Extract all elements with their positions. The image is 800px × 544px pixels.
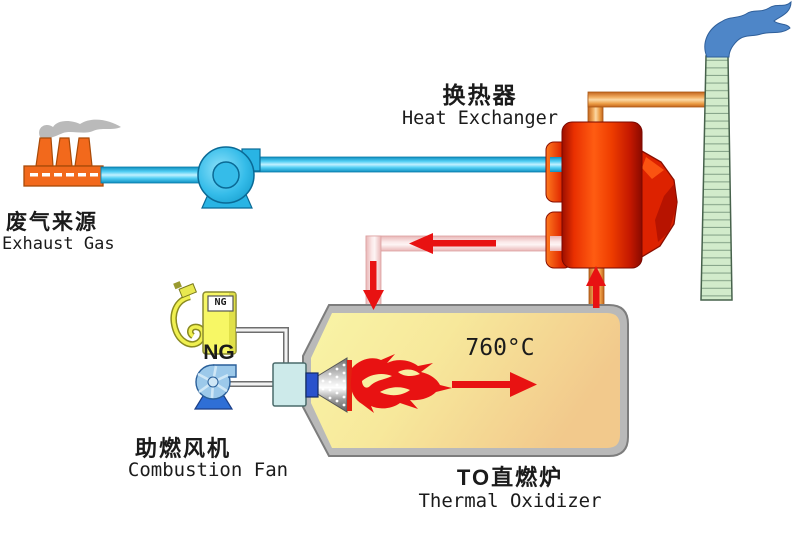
cold-exhaust-pipe <box>100 156 569 184</box>
ng-pump-nozzle <box>178 283 198 299</box>
factory-chimney <box>35 137 54 167</box>
exhaust-blower-icon <box>197 146 261 209</box>
ng-pump-icon <box>170 281 237 355</box>
flow-arrow-down <box>363 261 384 310</box>
exhaust-source-label-zh: 废气来源 <box>6 211 98 234</box>
flow-arrow-right <box>452 372 537 397</box>
burner-connector <box>305 372 319 398</box>
heat-exchanger-label-en: Heat Exchanger <box>402 108 558 129</box>
burner-cone-holes <box>321 363 346 407</box>
heat-exchanger-icon <box>545 121 678 269</box>
factory-chimney <box>55 137 73 167</box>
ng-pump-label: NG <box>203 341 235 364</box>
factory-smoke-icon <box>39 119 121 139</box>
chimney-icon <box>700 55 733 301</box>
thermal-oxidizer-label-en: Thermal Oxidizer <box>418 490 602 512</box>
factory-chimney <box>74 137 93 167</box>
exhaust-source-label-en: Exhaust Gas <box>2 234 115 254</box>
hot-return-pipe <box>365 235 569 313</box>
furnace-temperature-label: 760°C <box>465 335 535 361</box>
ng-pipe <box>236 327 289 367</box>
factory-icon <box>23 119 121 187</box>
chimney-smoke-icon <box>704 0 792 58</box>
heat-exchanger-label-zh: 换热器 <box>442 82 518 108</box>
factory-base-windows <box>30 173 98 177</box>
thermal-oxidizer-tank <box>302 304 629 457</box>
combustion-fan-icon <box>193 364 237 410</box>
combustion-fan-label-en: Combustion Fan <box>127 459 289 481</box>
ng-pump-badge: NG <box>214 297 227 308</box>
flow-arrow-up <box>586 266 606 308</box>
combustion-fan-label-zh: 助燃风机 <box>134 436 231 461</box>
flame-icon <box>350 354 452 413</box>
burner-box <box>272 362 319 407</box>
ng-pump-screen <box>207 295 234 312</box>
flow-arrow-left <box>409 233 496 254</box>
flue-pipe <box>587 91 717 130</box>
thermal-oxidizer-label-zh: TO直燃炉 <box>456 465 564 490</box>
